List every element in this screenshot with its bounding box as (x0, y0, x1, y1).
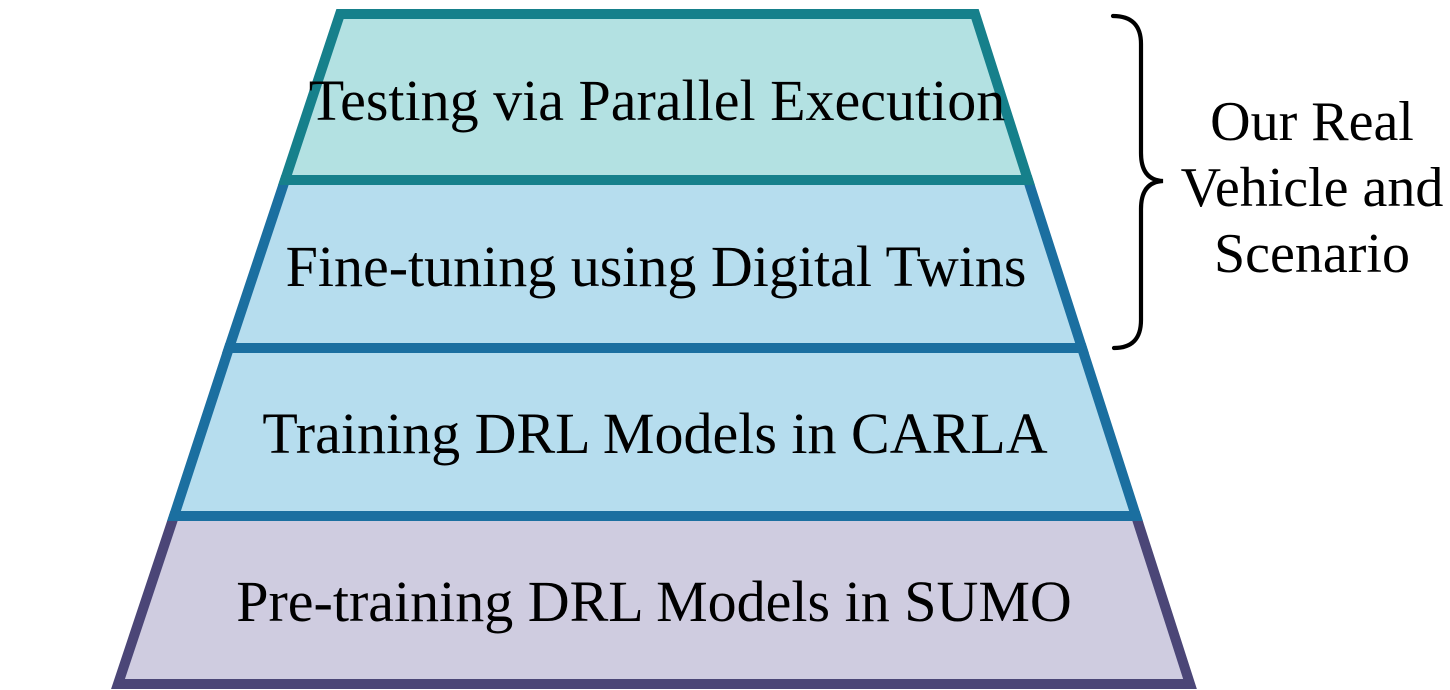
annotation-line-1: Our Real (1210, 91, 1414, 153)
annotation-line-2: Vehicle and (1181, 157, 1444, 219)
pyramid-layer-training-carla-label: Training DRL Models in CARLA (262, 401, 1047, 466)
pyramid-layer-pretraining-sumo-label: Pre-training DRL Models in SUMO (236, 569, 1072, 634)
curly-brace-icon (1110, 13, 1164, 351)
pyramid-layer-finetuning-twins-label: Fine-tuning using Digital Twins (286, 234, 1027, 299)
pyramid-layer-testing-parallel (278, 9, 1035, 185)
pyramid-layer-testing-parallel-label: Testing via Parallel Execution (309, 68, 1006, 133)
annotation-line-3: Scenario (1214, 223, 1410, 285)
